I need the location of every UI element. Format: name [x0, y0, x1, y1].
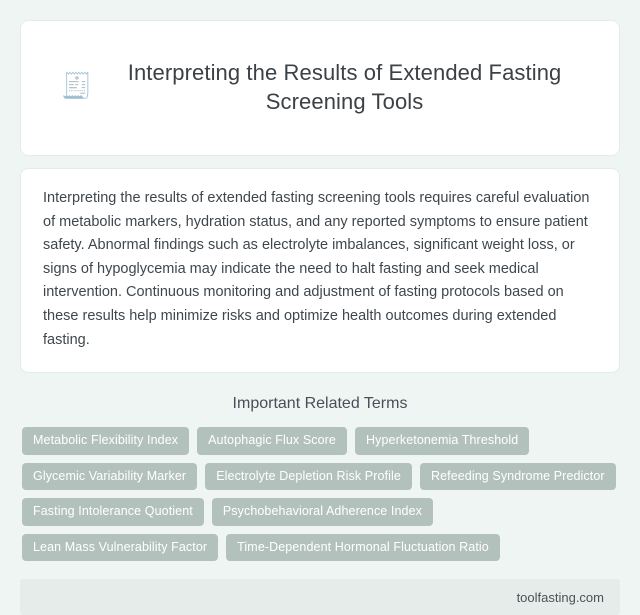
title-card: 🧾 Interpreting the Results of Extended F… [20, 20, 620, 156]
related-term-tag[interactable]: Fasting Intolerance Quotient [22, 498, 204, 526]
page-title: Interpreting the Results of Extended Fas… [127, 59, 562, 114]
related-term-tag[interactable]: Electrolyte Depletion Risk Profile [205, 462, 412, 491]
body-card: Interpreting the results of extended fas… [20, 167, 620, 374]
footer-bar: toolfasting.com [20, 579, 620, 615]
related-term-tag[interactable]: Metabolic Flexibility Index [22, 427, 190, 455]
receipt-icon: 🧾 [61, 72, 93, 101]
title-row: 🧾 Interpreting the Results of Extended F… [61, 43, 579, 131]
footer-domain: toolfasting.com [516, 589, 604, 605]
related-term-tag[interactable]: Refeeding Syndrome Predictor [419, 462, 616, 491]
body-paragraph: Interpreting the results of extended fas… [43, 189, 590, 348]
related-term-tag[interactable]: Hyperketonemia Threshold [355, 427, 530, 455]
related-term-tag[interactable]: Glycemic Variability Marker [22, 462, 198, 491]
related-term-tag[interactable]: Time-Dependent Hormonal Fluctuation Rati… [226, 533, 500, 562]
page-root: 🧾 Interpreting the Results of Extended F… [20, 20, 620, 605]
related-term-tag[interactable]: Psychobehavioral Adherence Index [211, 498, 434, 526]
related-term-tag[interactable]: Lean Mass Vulnerability Factor [22, 533, 219, 562]
related-term-tag[interactable]: Autophagic Flux Score [197, 427, 347, 455]
related-terms-heading: Important Related Terms [232, 395, 408, 413]
